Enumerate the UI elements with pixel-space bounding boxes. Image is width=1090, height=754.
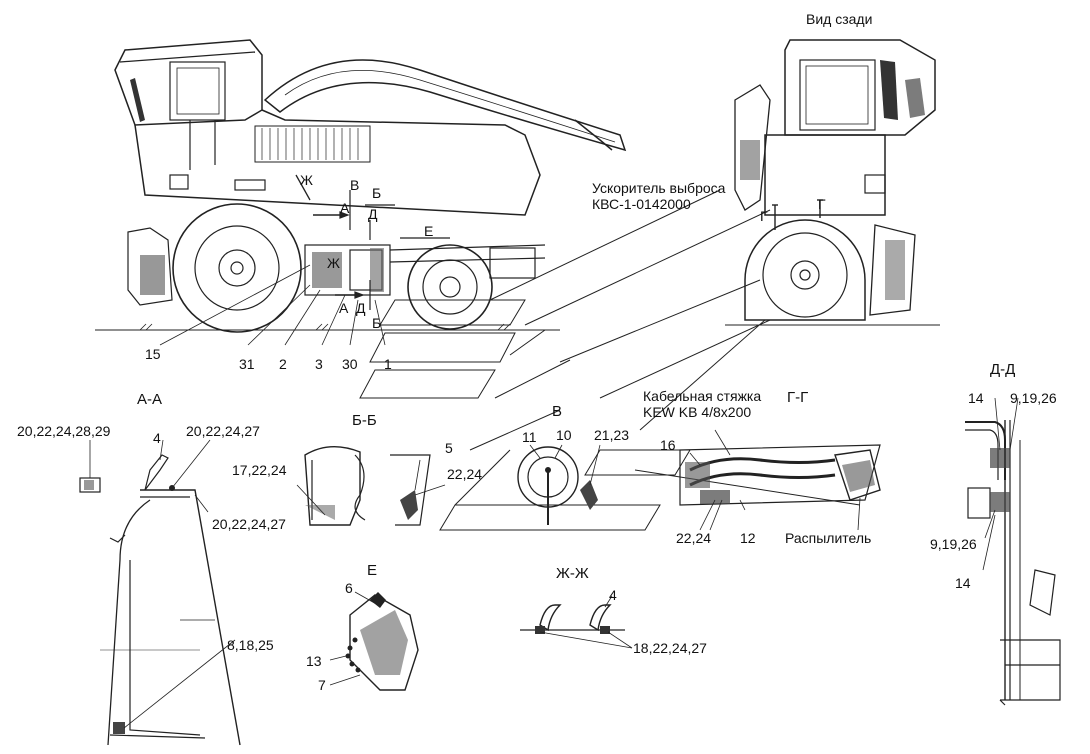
view-e-drawing xyxy=(329,591,419,691)
marker-a-bottom: А xyxy=(339,300,349,316)
marker-e: Е xyxy=(424,223,434,239)
section-gg-drawing xyxy=(679,429,881,531)
marker-g-right: Г xyxy=(818,196,826,212)
callout-zh-bottom: 18,22,24,27 xyxy=(633,640,707,656)
section-title-v: В xyxy=(552,403,563,420)
callout-bb-5: 5 xyxy=(445,440,453,456)
callout-zh-4: 4 xyxy=(609,587,617,603)
callout-e-6: 6 xyxy=(345,580,353,596)
marker-d-bottom: Д xyxy=(356,300,366,316)
callout-bb-left: 17,22,24 xyxy=(232,462,287,478)
callout-31: 31 xyxy=(239,356,255,372)
section-title-bb: Б-Б xyxy=(352,412,377,429)
callout-aa-right: 20,22,24,27 xyxy=(186,423,260,439)
callout-d-14-bottom: 14 xyxy=(955,575,971,591)
callout-1: 1 xyxy=(384,356,392,372)
accelerator-label-line2: КВС-1-0142000 xyxy=(592,196,691,212)
section-aa-drawing xyxy=(79,439,241,746)
callout-d-91926-top: 9,19,26 xyxy=(1010,390,1057,406)
rear-view-harvester xyxy=(725,39,940,326)
callout-v-11: 11 xyxy=(522,429,537,445)
marker-zh: Ж xyxy=(300,172,313,188)
side-view-harvester xyxy=(95,39,627,333)
callout-v-10: 10 xyxy=(556,427,572,443)
sprayer-label: Распылитель xyxy=(785,530,872,546)
cable-tie-label-line2: KEW KB 4/8x200 xyxy=(643,404,752,420)
marker-v: В xyxy=(350,177,360,193)
callout-aa-bottom: 8,18,25 xyxy=(227,637,274,653)
section-title-dd: Д-Д xyxy=(990,361,1016,378)
marker-a-top: А xyxy=(340,200,350,216)
section-dd-drawing xyxy=(965,397,1061,706)
cable-tie-label-line1: Кабельная стяжка xyxy=(643,388,762,404)
marker-d-top: Д xyxy=(368,206,378,222)
callout-15: 15 xyxy=(145,346,161,362)
section-title-zhzh: Ж-Ж xyxy=(556,565,589,582)
marker-g-left: Г xyxy=(760,208,768,224)
rear-view-title: Вид сзади xyxy=(806,11,873,27)
callout-g-16: 16 xyxy=(660,437,676,453)
marker-zh-mid: Ж xyxy=(327,255,340,271)
callout-aa-4: 4 xyxy=(153,430,161,446)
callout-e-7: 7 xyxy=(318,677,326,693)
callout-v-2123: 21,23 xyxy=(594,427,630,443)
marker-b-bottom: Б xyxy=(372,315,382,331)
callout-aa-left: 20,22,24,28,29 xyxy=(17,423,111,439)
section-title-e: Е xyxy=(367,562,378,579)
section-title-aa: А-А xyxy=(137,391,163,408)
callout-3: 3 xyxy=(315,356,323,372)
leader-bands xyxy=(359,189,861,531)
accelerator-label-line1: Ускоритель выброса xyxy=(592,180,726,196)
callout-30: 30 xyxy=(342,356,358,372)
main-callout-leaders xyxy=(159,264,386,346)
callout-2: 2 xyxy=(279,356,287,372)
view-v-drawing xyxy=(517,444,601,525)
callout-e-13: 13 xyxy=(306,653,322,669)
callout-aa-right2: 20,22,24,27 xyxy=(212,516,286,532)
section-bb-drawing xyxy=(296,446,446,526)
callout-d-14-top: 14 xyxy=(968,390,984,406)
callout-g-12: 12 xyxy=(740,530,756,546)
section-title-gg: Г-Г xyxy=(787,389,809,406)
marker-b: Б xyxy=(372,185,382,201)
callout-bb-right: 22,24 xyxy=(447,466,483,482)
callout-g-2224: 22,24 xyxy=(676,530,712,546)
callout-d-91926-bottom: 9,19,26 xyxy=(930,536,977,552)
section-zhzh-drawing xyxy=(520,595,633,649)
